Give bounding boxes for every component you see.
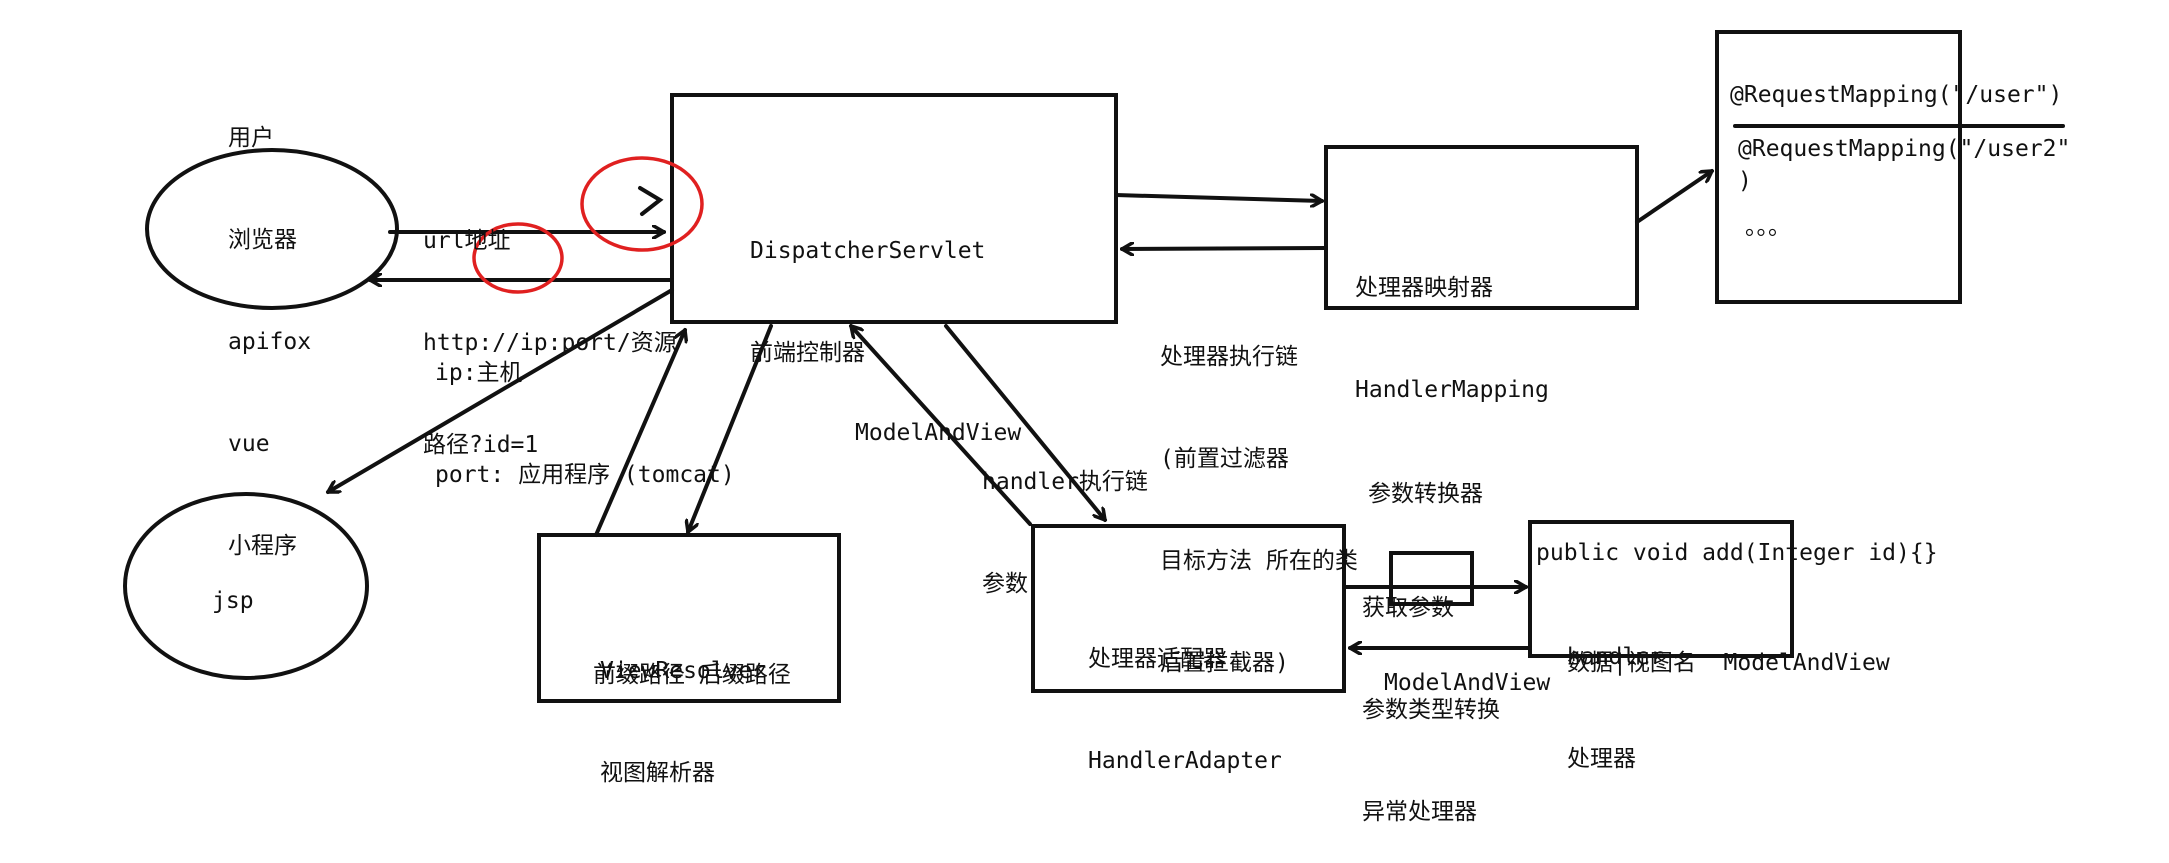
view-resolver-en: ViewResolver: [600, 658, 767, 684]
dispatcher-servlet-box: [670, 93, 1118, 324]
handler-adapter-box: [1031, 524, 1346, 693]
client-apifox: apifox: [228, 329, 312, 355]
arrow-mapping-to-list: [1635, 169, 1712, 224]
arrow-adapter-to-dispatcher: [851, 326, 1032, 526]
request-url-label: url地址: [423, 228, 511, 254]
handler-mapping-label: 处理器映射器 HandlerMapping: [1355, 203, 1549, 441]
prefix-suffix-label: 前缀路径 后缀路径: [593, 662, 791, 688]
arrow-mapping-to-dispatcher: [1122, 248, 1328, 249]
user-client-list: 浏览器 apifox vue 小程序: [228, 155, 311, 597]
request-query: 路径?id=1: [423, 432, 539, 458]
post-interceptor-label: 后置拦截器): [1160, 650, 1289, 676]
step-type-convert: 参数类型转换: [1362, 697, 1500, 723]
jsp-label: jsp: [212, 588, 254, 614]
handler-method-desc: handler 处理器: [1567, 572, 1664, 810]
handler-adapter-en: HandlerAdapter: [1088, 748, 1282, 774]
request-mapping-box: [1715, 30, 1962, 304]
handler-mapping-cn: 处理器映射器: [1355, 275, 1493, 301]
dispatcher-servlet-label: DispatcherServlet 前端控制器: [750, 166, 985, 404]
mapping-user: @RequestMapping("/user"): [1730, 82, 2063, 108]
handler-mapping-en: HandlerMapping: [1355, 377, 1549, 403]
arrow-dispatcher-to-jsp: [328, 288, 674, 494]
dispatcher-servlet-name: DispatcherServlet: [750, 238, 986, 264]
handler-chain-note: 处理器执行链 (前置过滤器 目标方法 所在的类 后置拦截器): [1160, 272, 1358, 714]
handler-method-signature: public void add(Integer id){}: [1536, 540, 1938, 566]
param-converter-box: [1389, 551, 1474, 606]
handler-method-box: [1528, 520, 1794, 658]
arrow-resolver-to-dispatcher: [594, 330, 685, 537]
model-and-view-left-label: ModelAndView: [855, 420, 1022, 446]
client-mini-program: 小程序: [228, 533, 297, 559]
highlight-resource-circle: [580, 156, 704, 252]
step-get-params: 获取参数: [1362, 595, 1454, 621]
front-controller-name: 前端控制器: [750, 340, 865, 366]
ip-port-note: ip:主机 port: 应用程序 (tomcat): [435, 288, 735, 526]
handler-method-returns: 数据|视图名 ModelAndView: [1567, 650, 1890, 676]
user-title: 用户: [228, 125, 274, 151]
mapping-user2-close: ): [1738, 168, 1752, 194]
arrow-request-hook: [638, 186, 664, 216]
handler-label: handler: [1567, 644, 1664, 670]
ip-host-label: ip:主机: [435, 360, 523, 386]
handler-chain-label: handler执行链: [982, 469, 1148, 495]
view-resolver-label: ViewResolver 视图解析器: [600, 586, 766, 824]
view-resolver-cn: 视图解析器: [600, 760, 715, 786]
mapping-user2: @RequestMapping("/user2": [1738, 136, 2071, 162]
model-and-view-bottom-label: ModelAndView: [1384, 670, 1551, 696]
handler-chain-title: 处理器执行链: [1160, 344, 1298, 370]
handler-mapping-box: [1324, 145, 1639, 310]
param-converter-label: 参数转换器: [1368, 481, 1483, 507]
processor-label: 处理器: [1567, 746, 1636, 772]
arrow-dispatcher-to-resolver: [688, 324, 773, 532]
handler-adapter-label: 处理器适配器 HandlerAdapter: [1088, 574, 1282, 812]
handler-adapter-cn: 处理器适配器: [1088, 646, 1226, 672]
request-url-pattern: http://ip:port/资源: [423, 330, 677, 356]
target-method-label: 目标方法 所在的类: [1160, 548, 1358, 574]
step-exception-handler: 异常处理器: [1362, 799, 1477, 825]
params-label: 参数: [982, 571, 1028, 597]
client-browser: 浏览器: [228, 227, 297, 253]
arrow-dispatcher-to-adapter: [944, 324, 1105, 520]
jsp-ellipse: [123, 492, 369, 680]
client-vue: vue: [228, 431, 270, 457]
user-ellipse: [145, 148, 399, 310]
port-app-label: port: 应用程序 (tomcat): [435, 462, 735, 488]
arrow-dispatcher-to-mapping: [1114, 193, 1322, 201]
request-url-note: url地址 http://ip:port/资源 路径?id=1: [423, 156, 677, 496]
highlight-query-circle: [472, 222, 564, 294]
mapping-ellipsis: 。。。: [1745, 214, 1791, 240]
handler-chain-params: handler执行链 参数: [982, 397, 1148, 635]
pre-filter-label: (前置过滤器: [1160, 446, 1289, 472]
architecture-diagram: [123, 30, 2065, 703]
